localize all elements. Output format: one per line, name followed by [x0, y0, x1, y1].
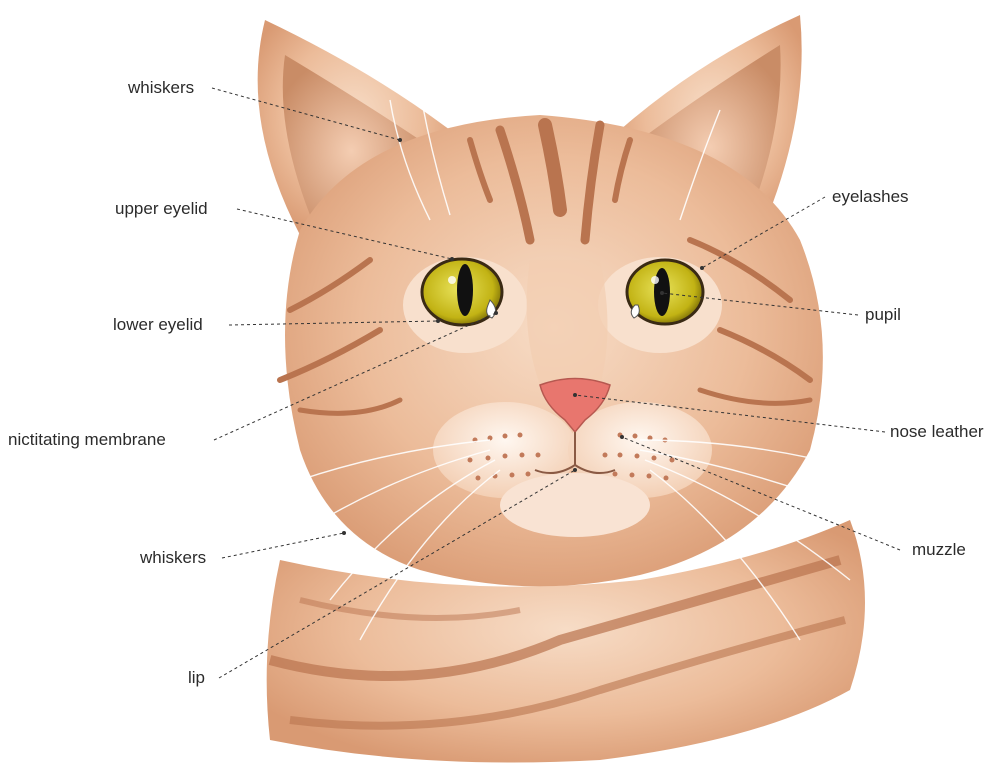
- label-lower-eyelid: lower eyelid: [113, 315, 203, 335]
- left-eye-highlight: [448, 276, 456, 284]
- label-whiskers-top: whiskers: [128, 78, 194, 98]
- label-muzzle: muzzle: [912, 540, 966, 560]
- label-nictitating-membrane: nictitating membrane: [8, 430, 166, 450]
- right-eye-highlight: [651, 276, 659, 284]
- label-pupil: pupil: [865, 305, 901, 325]
- left-pupil: [457, 264, 473, 316]
- chin: [500, 473, 650, 537]
- label-lip: lip: [188, 668, 205, 688]
- label-upper-eyelid: upper eyelid: [115, 199, 208, 219]
- nose-bridge: [527, 260, 608, 385]
- label-whiskers-bottom: whiskers: [140, 548, 206, 568]
- label-eyelashes: eyelashes: [832, 187, 909, 207]
- leader-whiskers-bottom: [222, 533, 344, 558]
- label-nose-leather: nose leather: [890, 422, 984, 442]
